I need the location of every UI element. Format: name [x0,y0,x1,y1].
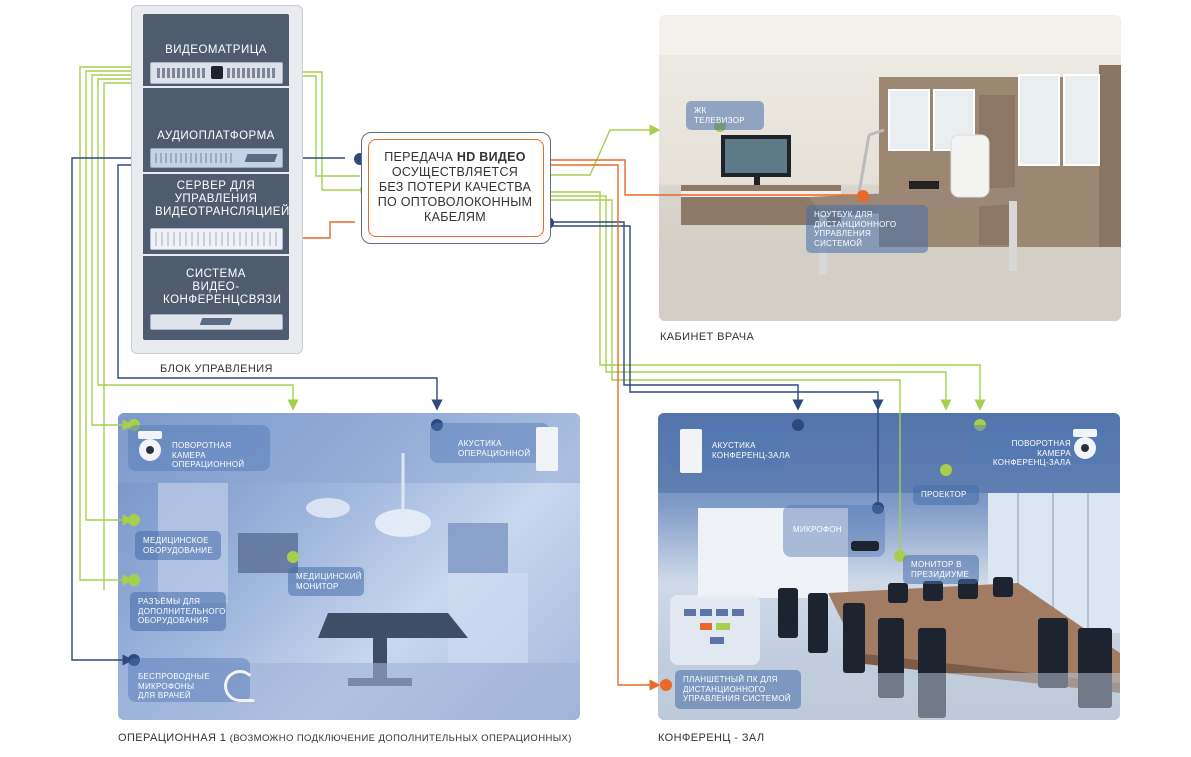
headset-icon [224,670,256,702]
conf-tag-tablet: ПЛАНШЕТНЫЙ ПК ДЛЯ ДИСТАНЦИОННОГО УПРАВЛЕ… [675,670,801,709]
rack-label-server-text: СЕРВЕР ДЛЯ УПРАВЛЕНИЯ ВИДЕОТРАНСЛЯЦИЕЙ [155,180,290,218]
hd-line4: ПО ОПТОВОЛОКОННЫМ [377,195,533,209]
hd-video-text: ПЕРЕДАЧА HD ВИДЕО ОСУЩЕСТВЛЯЕТСЯ БЕЗ ПОТ… [370,150,540,225]
operating-photo [118,413,580,720]
office-tag-tv: ЖК ТЕЛЕВИЗОР [686,101,764,130]
rack-label-audioplatform: АУДИОПЛАТФОРМА [157,130,275,142]
ptz-camera-icon [138,431,162,461]
conf-tag-acoustics-text: АКУСТИКА КОНФЕРЕНЦ-ЗАЛА [712,441,791,460]
op-tag-connectors: РАЗЪЁМЫ ДЛЯ ДОПОЛНИТЕЛЬНОГО ОБОРУДОВАНИЯ [130,592,226,631]
videomatrix-unit [150,62,283,84]
office-caption: КАБИНЕТ ВРАЧА [660,331,755,343]
hd-line3: БЕЗ ПОТЕРИ КАЧЕСТВА [378,180,532,194]
op-tag-monitor: МЕДИЦИНСКИЙ МОНИТОР [288,567,364,596]
speaker-icon [680,429,702,473]
office-tag-laptop: НОУТБУК ДЛЯ ДИСТАНЦИОННОГО УПРАВЛЕНИЯ СИ… [806,205,928,253]
rack-label-vks: СИСТЕМА ВИДЕО-КОНФЕРЕНЦСВЯЗИ [143,268,289,307]
hd-line5: КАБЕЛЯМ [424,210,486,224]
ptz-camera-icon [1073,429,1097,459]
conf-tag-acoustics: АКУСТИКА КОНФЕРЕНЦ-ЗАЛА [668,425,790,473]
microphone-icon [851,541,879,551]
rack-label-server: СЕРВЕР ДЛЯ УПРАВЛЕНИЯ ВИДЕОТРАНСЛЯЦИЕЙ [143,180,289,219]
operating-caption-note: (ВОЗМОЖНО ПОДКЛЮЧЕНИЕ ДОПОЛНИТЕЛЬНЫХ ОПЕ… [229,733,572,744]
op-tag-camera: ПОВОРОТНАЯ КАМЕРА ОПЕРАЦИОННОЙ [128,425,270,471]
operating-caption-main: ОПЕРАЦИОННАЯ 1 [118,732,230,744]
speaker-icon [536,427,558,471]
rack-label-videomatrix: ВИДЕОМАТРИЦА [165,44,267,56]
conf-tag-monitor: МОНИТОР В ПРЕЗИДИУМЕ [903,555,979,584]
hd-video-box [368,139,544,237]
conf-tag-camera-text: ПОВОРОТНАЯ КАМЕРА КОНФЕРЕНЦ-ЗАЛА [992,439,1071,467]
op-tag-acoustics: АКУСТИКА ОПЕРАЦИОННОЙ [430,423,558,471]
hd-line1-bold: HD ВИДЕО [456,150,526,164]
hd-line2: ОСУЩЕСТВЛЯЕТСЯ [391,165,519,179]
conference-photo [658,413,1120,720]
conf-tag-camera: ПОВОРОТНАЯ КАМЕРА КОНФЕРЕНЦ-ЗАЛА [967,425,1105,467]
rack-caption: БЛОК УПРАВЛЕНИЯ [160,363,273,375]
op-tag-mics-text: БЕСПРОВОДНЫЕ МИКРОФОНЫ ДЛЯ ВРАЧЕЙ [138,672,210,700]
op-tag-camera-text: ПОВОРОТНАЯ КАМЕРА ОПЕРАЦИОННОЙ [172,441,245,469]
hd-line1: ПЕРЕДАЧА [384,150,457,164]
vks-unit [150,314,283,330]
operating-caption: ОПЕРАЦИОННАЯ 1 (ВОЗМОЖНО ПОДКЛЮЧЕНИЕ ДОП… [118,732,572,744]
rack-label-vks-text: СИСТЕМА ВИДЕО-КОНФЕРЕНЦСВЯЗИ [163,268,282,306]
tablet-icon [670,595,760,665]
op-tag-mics: БЕСПРОВОДНЫЕ МИКРОФОНЫ ДЛЯ ВРАЧЕЙ [128,658,256,702]
conf-tag-microphone-text: МИКРОФОН [793,525,842,534]
op-tag-medical: МЕДИЦИНСКОЕ ОБОРУДОВАНИЕ [135,531,221,560]
conference-caption: КОНФЕРЕНЦ - ЗАЛ [658,732,765,744]
audioplatform-unit [150,148,283,168]
server-unit [150,228,283,250]
conf-tag-microphone: МИКРОФОН [783,505,885,557]
op-tag-acoustics-text: АКУСТИКА ОПЕРАЦИОННОЙ [458,439,531,458]
conf-tag-projector: ПРОЕКТОР [913,485,979,505]
